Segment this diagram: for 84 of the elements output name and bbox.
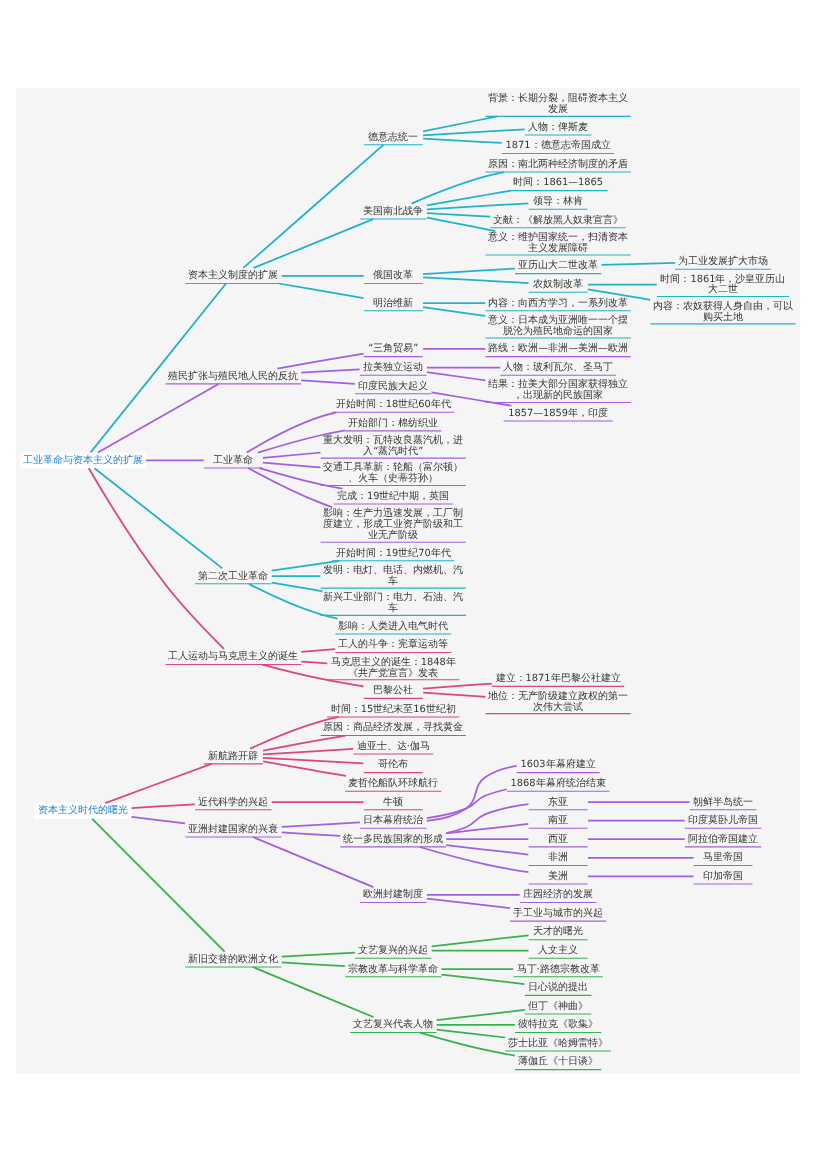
- connector: [426, 370, 487, 381]
- connector: [280, 960, 346, 967]
- connector: [251, 835, 375, 887]
- connector: [91, 816, 226, 952]
- connector: [262, 747, 354, 755]
- connector: [425, 787, 508, 819]
- connector: [445, 843, 530, 855]
- connector: [435, 1008, 526, 1020]
- connector: [430, 390, 513, 406]
- connector: [262, 755, 365, 764]
- connector: [262, 460, 322, 468]
- connector: [426, 896, 511, 908]
- connector: [276, 351, 365, 369]
- connector: [104, 762, 213, 803]
- connector: [445, 802, 530, 834]
- connector: [440, 967, 515, 970]
- connector: [249, 715, 340, 749]
- connector: [300, 378, 356, 384]
- connector: [280, 273, 365, 276]
- connector: [87, 466, 225, 649]
- connector: [300, 659, 329, 664]
- connector: [422, 266, 516, 274]
- connector: [258, 466, 344, 489]
- connector: [435, 1027, 506, 1038]
- connector: [418, 845, 530, 873]
- connector: [280, 830, 342, 836]
- connector: [422, 305, 487, 316]
- connector: [600, 261, 676, 265]
- connector: [130, 802, 196, 808]
- connector: [410, 170, 505, 204]
- connector: [280, 950, 356, 957]
- connector: [262, 733, 347, 751]
- connector: [426, 215, 497, 231]
- connector: [247, 466, 334, 508]
- connector: [89, 281, 227, 453]
- connector: [587, 874, 695, 877]
- connector: [257, 428, 346, 453]
- connector: [422, 347, 487, 349]
- connector: [422, 275, 530, 283]
- connector: [262, 759, 347, 776]
- connector: [270, 800, 365, 802]
- connector: [422, 681, 493, 689]
- connector: [270, 580, 324, 592]
- connector: [435, 1023, 516, 1025]
- connector: [426, 201, 530, 210]
- connector: [300, 647, 336, 652]
- connector: [445, 837, 530, 840]
- connector: [422, 114, 499, 132]
- connector: [251, 965, 375, 1017]
- connector: [248, 582, 339, 619]
- connector: [422, 690, 487, 697]
- connector: [445, 822, 530, 834]
- connector: [277, 281, 365, 299]
- connector: [418, 1030, 516, 1056]
- connector: [587, 800, 691, 802]
- connector: [97, 382, 220, 453]
- connector: [587, 818, 686, 821]
- connector: [130, 814, 186, 824]
- connector: [587, 855, 695, 858]
- connector: [280, 820, 361, 827]
- connector: [270, 558, 341, 571]
- connector: [426, 211, 492, 217]
- connector: [270, 574, 322, 576]
- connector: [145, 458, 205, 461]
- connector: [422, 127, 526, 136]
- connector: [426, 893, 521, 895]
- connector: [440, 972, 526, 984]
- connector: [262, 450, 322, 458]
- connector: [245, 410, 338, 453]
- connector: [430, 948, 530, 951]
- connector: [587, 287, 652, 300]
- connector: [425, 763, 518, 821]
- connector: [430, 933, 530, 947]
- connector: [587, 282, 658, 285]
- connector: [93, 466, 224, 569]
- connector: [261, 662, 365, 687]
- connector: [426, 365, 502, 368]
- connector: [242, 143, 385, 268]
- connector: [300, 367, 361, 373]
- connector: [422, 301, 487, 303]
- connector: [587, 837, 686, 840]
- connector: [422, 136, 503, 143]
- connector: [425, 188, 512, 206]
- connector: [252, 217, 374, 268]
